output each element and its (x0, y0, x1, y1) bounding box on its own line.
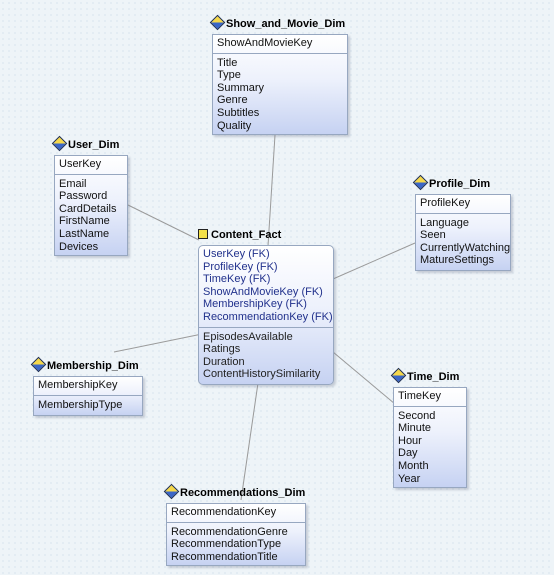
entity-name: User_Dim (68, 139, 120, 151)
key-field: RecommendationKey (171, 506, 277, 518)
relationship-line-time (332, 351, 396, 405)
entity-content-fact[interactable]: Content_Fact UserKey (FK) ProfileKey (FK… (198, 227, 334, 385)
dimension-table-icon (30, 356, 47, 373)
attribute-field: Language (420, 216, 469, 229)
entity-name: Time_Dim (407, 371, 460, 383)
dimension-table-icon (412, 174, 429, 191)
entity-title: Recommendations_Dim (163, 483, 306, 501)
entity-box: UserKey Email Password CardDetails First… (54, 155, 128, 256)
entity-name: Content_Fact (211, 229, 282, 241)
key-section: ProfileKey (416, 195, 510, 214)
foreign-key-field: ShowAndMovieKey (FK) (203, 285, 323, 298)
entity-title: Time_Dim (390, 367, 460, 385)
attribute-field: Quality (217, 119, 252, 132)
entity-box: ProfileKey Language Seen CurrentlyWatchi… (415, 194, 511, 271)
attribute-field: Genre (217, 94, 248, 107)
attribute-field: Seen (420, 229, 446, 242)
attribute-field: Ratings (203, 343, 241, 356)
relationship-line-user (127, 204, 200, 241)
entity-name: Recommendations_Dim (180, 487, 306, 499)
attribute-field: Year (398, 472, 421, 485)
attribute-field: MembershipType (38, 398, 123, 411)
entity-name: Show_and_Movie_Dim (226, 18, 346, 30)
foreign-key-field: UserKey (FK) (203, 248, 270, 260)
attribute-field: Minute (398, 422, 432, 435)
key-field: MembershipKey (38, 379, 118, 391)
key-field: ShowAndMovieKey (217, 37, 313, 49)
attribute-field: Hour (398, 434, 422, 447)
key-section: UserKey (55, 156, 127, 175)
entity-title: Profile_Dim (412, 174, 491, 192)
attribute-section: EpisodesAvailable Ratings Duration Conte… (199, 328, 333, 384)
foreign-key-field: TimeKey (FK) (203, 273, 271, 286)
foreign-key-field: MembershipKey (FK) (203, 298, 307, 311)
entity-show-and-movie-dim[interactable]: Show_and_Movie_Dim ShowAndMovieKey Title… (209, 14, 348, 135)
relationship-line-show (267, 134, 276, 247)
key-section: RecommendationKey (167, 504, 305, 523)
dimension-table-icon (390, 367, 407, 384)
entity-box: MembershipKey MembershipType (33, 376, 143, 416)
attribute-section: MembershipType (34, 396, 142, 415)
attribute-field: Month (398, 459, 429, 472)
relationship-line-membership (113, 333, 203, 353)
key-section: TimeKey (394, 388, 466, 407)
entity-title: Membership_Dim (30, 356, 139, 374)
dimension-table-icon (51, 135, 68, 152)
attribute-section: Title Type Summary Genre Subtitles Quali… (213, 54, 347, 136)
attribute-field: Summary (217, 81, 265, 94)
entity-title: User_Dim (51, 135, 120, 153)
entity-membership-dim[interactable]: Membership_Dim MembershipKey MembershipT… (30, 356, 143, 416)
key-field: TimeKey (398, 390, 441, 402)
attribute-field: RecommendationType (171, 538, 282, 551)
attribute-section: Email Password CardDetails FirstName Las… (55, 175, 127, 257)
entity-title: Content_Fact (198, 227, 281, 243)
entity-box: UserKey (FK) ProfileKey (FK) TimeKey (FK… (198, 245, 334, 385)
attribute-section: Second Minute Hour Day Month Year (394, 407, 466, 489)
key-section: ShowAndMovieKey (213, 35, 347, 54)
attribute-field: CurrentlyWatching (420, 241, 511, 254)
dimension-table-icon (163, 483, 180, 500)
attribute-field: Second (398, 409, 436, 422)
attribute-field: Title (217, 56, 238, 69)
attribute-field: Day (398, 447, 418, 460)
attribute-field: MatureSettings (420, 254, 494, 267)
key-section: MembershipKey (34, 377, 142, 396)
attribute-field: Subtitles (217, 106, 260, 119)
dimension-table-icon (209, 14, 226, 31)
foreign-key-field: ProfileKey (FK) (203, 260, 278, 273)
attribute-field: FirstName (59, 215, 110, 228)
attribute-field: Duration (203, 355, 245, 368)
key-section: UserKey (FK) ProfileKey (FK) TimeKey (FK… (199, 246, 333, 328)
attribute-field: ContentHistorySimilarity (203, 368, 321, 381)
attribute-field: Type (217, 69, 241, 82)
relationship-line-profile (332, 242, 416, 280)
entity-name: Membership_Dim (47, 360, 139, 372)
attribute-field: EpisodesAvailable (203, 330, 293, 343)
entity-box: RecommendationKey RecommendationGenre Re… (166, 503, 306, 566)
attribute-field: Devices (59, 240, 99, 253)
entity-profile-dim[interactable]: Profile_Dim ProfileKey Language Seen Cur… (412, 174, 511, 271)
attribute-field: Password (59, 190, 108, 203)
entity-box: ShowAndMovieKey Title Type Summary Genre… (212, 34, 348, 135)
attribute-field: RecommendationGenre (171, 525, 288, 538)
attribute-field: RecommendationTitle (171, 550, 278, 563)
entity-recommendations-dim[interactable]: Recommendations_Dim RecommendationKey Re… (163, 483, 306, 566)
entity-name: Profile_Dim (429, 178, 491, 190)
entity-time-dim[interactable]: Time_Dim TimeKey Second Minute Hour Day … (390, 367, 467, 488)
key-field: ProfileKey (420, 197, 471, 209)
foreign-key-field: RecommendationKey (FK) (203, 310, 333, 323)
key-field: UserKey (59, 158, 102, 170)
attribute-field: Email (59, 177, 87, 190)
attribute-section: RecommendationGenre RecommendationType R… (167, 523, 305, 567)
attribute-field: CardDetails (59, 202, 117, 215)
entity-box: TimeKey Second Minute Hour Day Month Yea… (393, 387, 467, 488)
attribute-section: Language Seen CurrentlyWatching MatureSe… (416, 214, 510, 270)
attribute-field: LastName (59, 227, 110, 240)
entity-user-dim[interactable]: User_Dim UserKey Email Password CardDeta… (51, 135, 128, 256)
fact-table-icon (198, 229, 208, 239)
entity-title: Show_and_Movie_Dim (209, 14, 346, 32)
relationship-line-recommendations (240, 382, 259, 501)
